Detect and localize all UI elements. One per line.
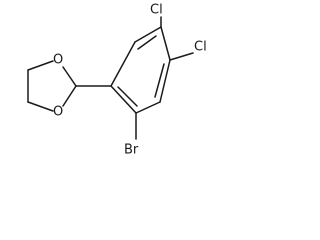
ring-bond [135,101,161,114]
oxygen-label-lower: O [53,105,63,120]
chlorine-label-right: Cl [194,40,207,55]
oxygen-label-upper: O [53,53,63,68]
benzene-ring [110,26,171,114]
dioxolane-bond [27,60,54,71]
cl-right-bond [169,52,194,61]
dioxolane-bond [62,85,77,107]
aromatic-inner-bond [117,86,138,107]
aromatic-inner-bond [137,35,157,50]
dioxolane-bond [62,66,77,87]
dioxolane-bond [27,101,54,112]
ring-bond [160,26,171,61]
chlorine-label-top: Cl [150,3,163,18]
ring-bond [134,26,162,43]
structure-diagram: Cl Cl Br O O [27,3,207,158]
ring-bond [110,41,136,87]
bromine-label: Br [124,143,139,158]
ring-bond [110,85,137,114]
dioxolane-ring [27,60,77,112]
ring-bond [159,59,171,103]
aromatic-inner-bond [154,63,165,98]
